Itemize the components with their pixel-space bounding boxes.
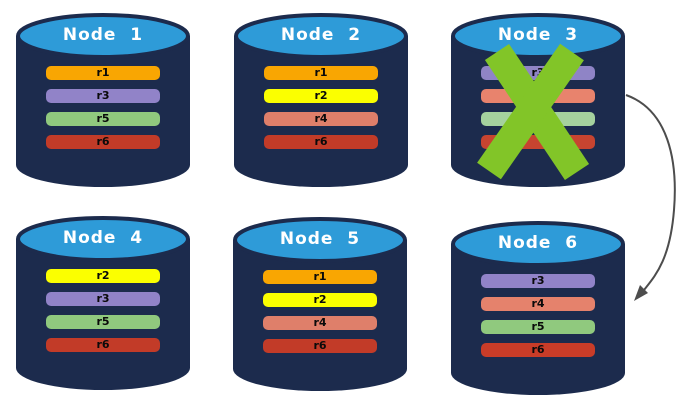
replica-label: r6 [313,339,327,352]
replica-label: r4 [314,112,328,125]
replica-label: r1 [313,270,327,283]
replica-label: r5 [96,112,110,125]
replica-label: r6 [96,338,110,351]
replica-bar: r4 [263,316,377,330]
replica-label: r3 [96,89,110,102]
replica-bar: r3 [46,89,160,103]
replica-bar: r6 [46,338,160,352]
replica-list: r3 r4 r5 r6 [481,274,595,366]
replica-label: r6 [531,343,545,356]
replica-label: r2 [313,293,327,306]
node-4: Node 4 r2 r3 r5 r6 [13,211,193,393]
replica-list: r1 r2 r4 r6 [264,66,378,158]
replica-bar: r6 [264,135,378,149]
replica-label: r5 [96,315,110,328]
replica-bar: r6 [263,339,377,353]
replica-label: r4 [313,316,327,329]
replica-bar: r4 [264,112,378,126]
replica-bar: r5 [46,112,160,126]
replica-list: r2 r3 r5 r6 [46,269,160,361]
replica-bar: r3 [46,292,160,306]
replica-bar: r2 [263,293,377,307]
node-6: Node 6 r3 r4 r5 r6 [448,216,628,398]
replica-bar: r4 [481,297,595,311]
node-label: Node 1 [62,25,144,45]
replica-list: r1 r2 r4 r6 [263,270,377,362]
replica-label: r6 [314,135,328,148]
replica-bar: r1 [263,270,377,284]
node-label: Node 5 [279,229,361,249]
replica-label: r1 [314,66,328,79]
replica-label: r2 [96,269,110,282]
replica-bar: r1 [264,66,378,80]
replica-bar: r1 [46,66,160,80]
node-label: Node 6 [497,233,579,253]
replica-bar: r6 [481,343,595,357]
node-5: Node 5 r1 r2 r4 r6 [230,212,410,394]
replica-bar: r5 [46,315,160,329]
replica-bar: r3 [481,274,595,288]
replica-label: r6 [96,135,110,148]
node-label: Node 3 [497,25,579,45]
node-2: Node 2 r1 r2 r4 r6 [231,8,411,190]
node-3: Node 3 r3 [448,8,628,190]
replica-label: r3 [531,274,545,287]
replica-label: r5 [531,320,545,333]
replica-bar: r2 [264,89,378,103]
failure-x-icon [477,43,590,181]
replica-bar: r2 [46,269,160,283]
node-label: Node 4 [62,228,144,248]
replica-label: r4 [531,297,545,310]
replica-list: r1 r3 r5 r6 [46,66,160,158]
replica-label: r1 [96,66,110,79]
node-label: Node 2 [280,25,362,45]
replica-bar: r5 [481,320,595,334]
node-1: Node 1 r1 r3 r5 r6 [13,8,193,190]
replica-bar: r6 [46,135,160,149]
replica-label: r2 [314,89,328,102]
replica-label: r3 [96,292,110,305]
